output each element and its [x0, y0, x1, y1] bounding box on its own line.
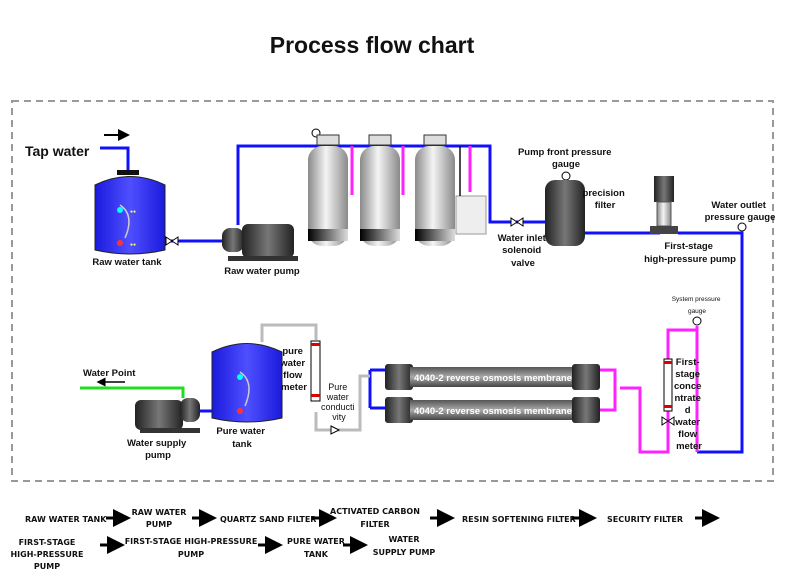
pressure-gauge-icon	[692, 316, 702, 326]
resin-softening-filter	[415, 134, 455, 246]
pure-water-conductivity-label: Pure water conducti vity	[321, 382, 357, 422]
page-title: Process flow chart	[270, 32, 475, 58]
raw-water-tank: ●● ●●	[94, 170, 166, 255]
tap-water-label: Tap water	[25, 143, 90, 159]
membrane-2-label: 4040-2 reverse osmosis membrane	[414, 406, 572, 417]
water-outlet-pressure-gauge-label: Water outlet pressure gauge	[705, 200, 776, 223]
pure-water-flow-meter-label: pure water flow meter	[279, 346, 307, 393]
tap-water-pipe	[100, 146, 130, 172]
raw-water-tank-label: Raw water tank	[92, 257, 162, 268]
activated-carbon-filter	[360, 134, 400, 246]
membrane-1-label: 4040-2 reverse osmosis membrane	[414, 373, 572, 384]
sequence-step: RESIN SOFTENING FILTER	[462, 515, 576, 524]
raw-water-main-pipe	[236, 144, 545, 225]
svg-text:●●: ●●	[130, 209, 136, 215]
water-point-label: Water Point	[83, 368, 136, 379]
first-stage-hp-pump-label: First-stage high-pressure pump	[644, 241, 736, 265]
raw-water-pump-icon	[222, 224, 298, 261]
ro-membrane-1	[385, 364, 600, 390]
pure-water-tank	[211, 343, 283, 423]
water-supply-pump-label: Water supply pump	[127, 438, 189, 461]
sequence-step: QUARTZ SAND FILTER	[220, 515, 316, 524]
sequence-step: RAW WATER TANK	[25, 515, 107, 524]
diagram-border	[11, 100, 774, 482]
pressure-gauge-icon	[561, 171, 571, 181]
pure-water-pipe	[260, 323, 370, 432]
pure-water-flow-meter-icon	[310, 340, 321, 402]
sequence-step: SECURITY FILTER	[607, 515, 683, 524]
concentrate-pipe	[620, 326, 699, 454]
pure-water-tank-label: Pure water tank	[216, 426, 267, 450]
first-stage-high-pressure-pump-icon	[650, 176, 678, 234]
valve-icon	[165, 236, 179, 246]
precision-filter-label: precision filter	[583, 188, 628, 211]
hp-pump-outlet-pipe	[678, 231, 744, 454]
quartz-sand-filter	[308, 134, 348, 246]
brine-tank	[455, 146, 487, 235]
water-point-pipe	[80, 386, 185, 398]
ro-membrane-2	[385, 397, 600, 423]
concentrate-flow-meter-icon	[661, 358, 675, 426]
pump-front-pressure-gauge-label: Pump front pressure gauge	[518, 147, 614, 170]
system-pressure-gauge-label: System pressure gauge	[672, 296, 723, 315]
pressure-gauge-icon	[737, 222, 747, 232]
membrane-inlet-pipe	[368, 368, 385, 410]
precision-filter-icon	[545, 180, 585, 246]
svg-text:●●: ●●	[130, 242, 136, 248]
conductivity-sensor-icon	[330, 425, 341, 435]
raw-water-pump-label: Raw water pump	[224, 266, 300, 277]
membrane-concentrate-pipe	[600, 368, 617, 412]
water-inlet-solenoid-valve-label: Water inlet solenoid valve	[498, 233, 549, 269]
water-supply-pump-icon	[135, 398, 200, 433]
concentrate-flow-meter-label: First- stage conce ntrate d water flow m…	[674, 357, 704, 452]
solenoid-valve-icon	[510, 217, 524, 227]
